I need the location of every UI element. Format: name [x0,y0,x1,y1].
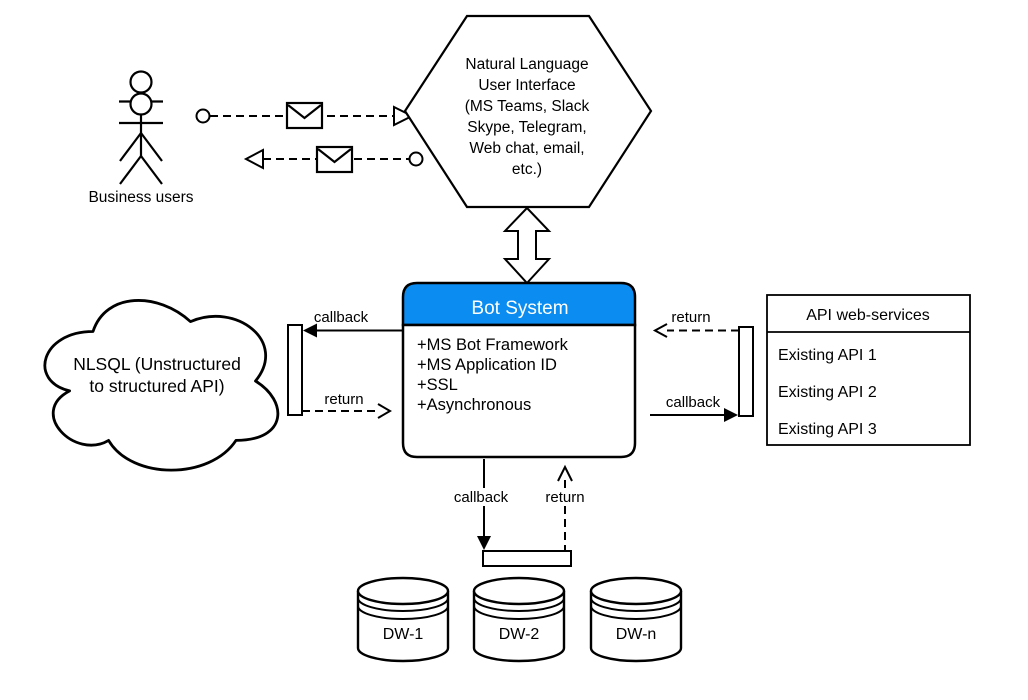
api-activation-bar [738,326,754,417]
open-chevron-icon [652,323,668,338]
actor-head-icon [129,92,153,116]
bot-attribute: +MS Bot Framework [417,336,569,354]
api-callback-arrow: callback [650,394,738,422]
nlui-line: Natural Language [465,56,588,73]
return-label: return [671,309,710,326]
nlsql-return-arrow: return [302,391,392,419]
label-halo [538,488,593,506]
nlui-line: User Interface [478,77,575,94]
open-arrowhead-icon [243,148,264,170]
return-label: return [545,489,584,506]
bot-system-title: Bot System [471,298,568,319]
api-web-services-box: API web-services Existing API 1 Existing… [766,294,971,446]
nlui-to-user-message [243,145,424,174]
business-users-label: Business users [88,189,193,206]
filled-arrowhead-icon [303,323,317,338]
api-item: Existing API 3 [778,421,877,438]
dw-2-cylinder: DW-2 [472,576,566,663]
nlui-line: Web chat, email, [469,140,584,157]
envelope-icon [315,145,354,174]
filled-arrowhead-icon [724,408,738,422]
bot-attribute: +Asynchronous [417,396,531,414]
open-chevron-icon [557,464,573,482]
return-label: return [324,391,363,408]
bot-system-header [401,281,637,327]
callback-label: callback [454,489,509,506]
dw-label: DW-n [616,626,657,643]
nlsql-activation-bar [287,324,303,416]
filled-arrowhead-icon [477,536,491,550]
nlui-line: Skype, Telegram, [467,119,586,136]
bot-system-box: Bot System +MS Bot Framework +MS Applica… [401,281,637,459]
double-arrow-icon [502,206,552,285]
nlui-line: (MS Teams, Slack [465,98,590,115]
dw-callback-arrow: callback [447,459,515,550]
nlsql-line: NLSQL (Unstructured [73,354,241,374]
nlsql-line: to structured API) [89,376,224,396]
api-box-title: API web-services [806,307,930,324]
business-users-actor [119,70,163,185]
callback-label: callback [666,394,721,411]
nlui-hexagon: Natural Language User Interface (MS Team… [403,14,653,209]
flow-start-circle [195,108,211,124]
dw-label: DW-2 [499,626,540,643]
api-item: Existing API 2 [778,384,877,401]
bot-attribute: +SSL [417,376,458,394]
nlui-line: etc.) [512,161,542,178]
api-item: Existing API 1 [778,347,877,364]
actor-head-icon [129,70,153,94]
dw-n-cylinder: DW-n [589,576,683,663]
envelope-icon [285,101,324,130]
dw-return-arrow: return [538,464,593,553]
dw-1-cylinder: DW-1 [356,576,450,663]
dw-label: DW-1 [383,626,424,643]
user-to-nlui-message [195,101,415,130]
label-halo [447,488,515,506]
nlsql-callback-arrow: callback [303,309,403,338]
bot-attribute: +MS Application ID [417,356,557,374]
open-arrowhead-icon [393,105,415,127]
bot-system-body [401,323,637,459]
flow-start-circle [408,151,424,167]
api-return-arrow: return [652,309,739,338]
callback-label: callback [314,309,369,326]
dw-activation-bar [482,550,572,567]
nlsql-cloud: NLSQL (Unstructured to structured API) [43,299,280,472]
open-chevron-icon [377,403,392,419]
